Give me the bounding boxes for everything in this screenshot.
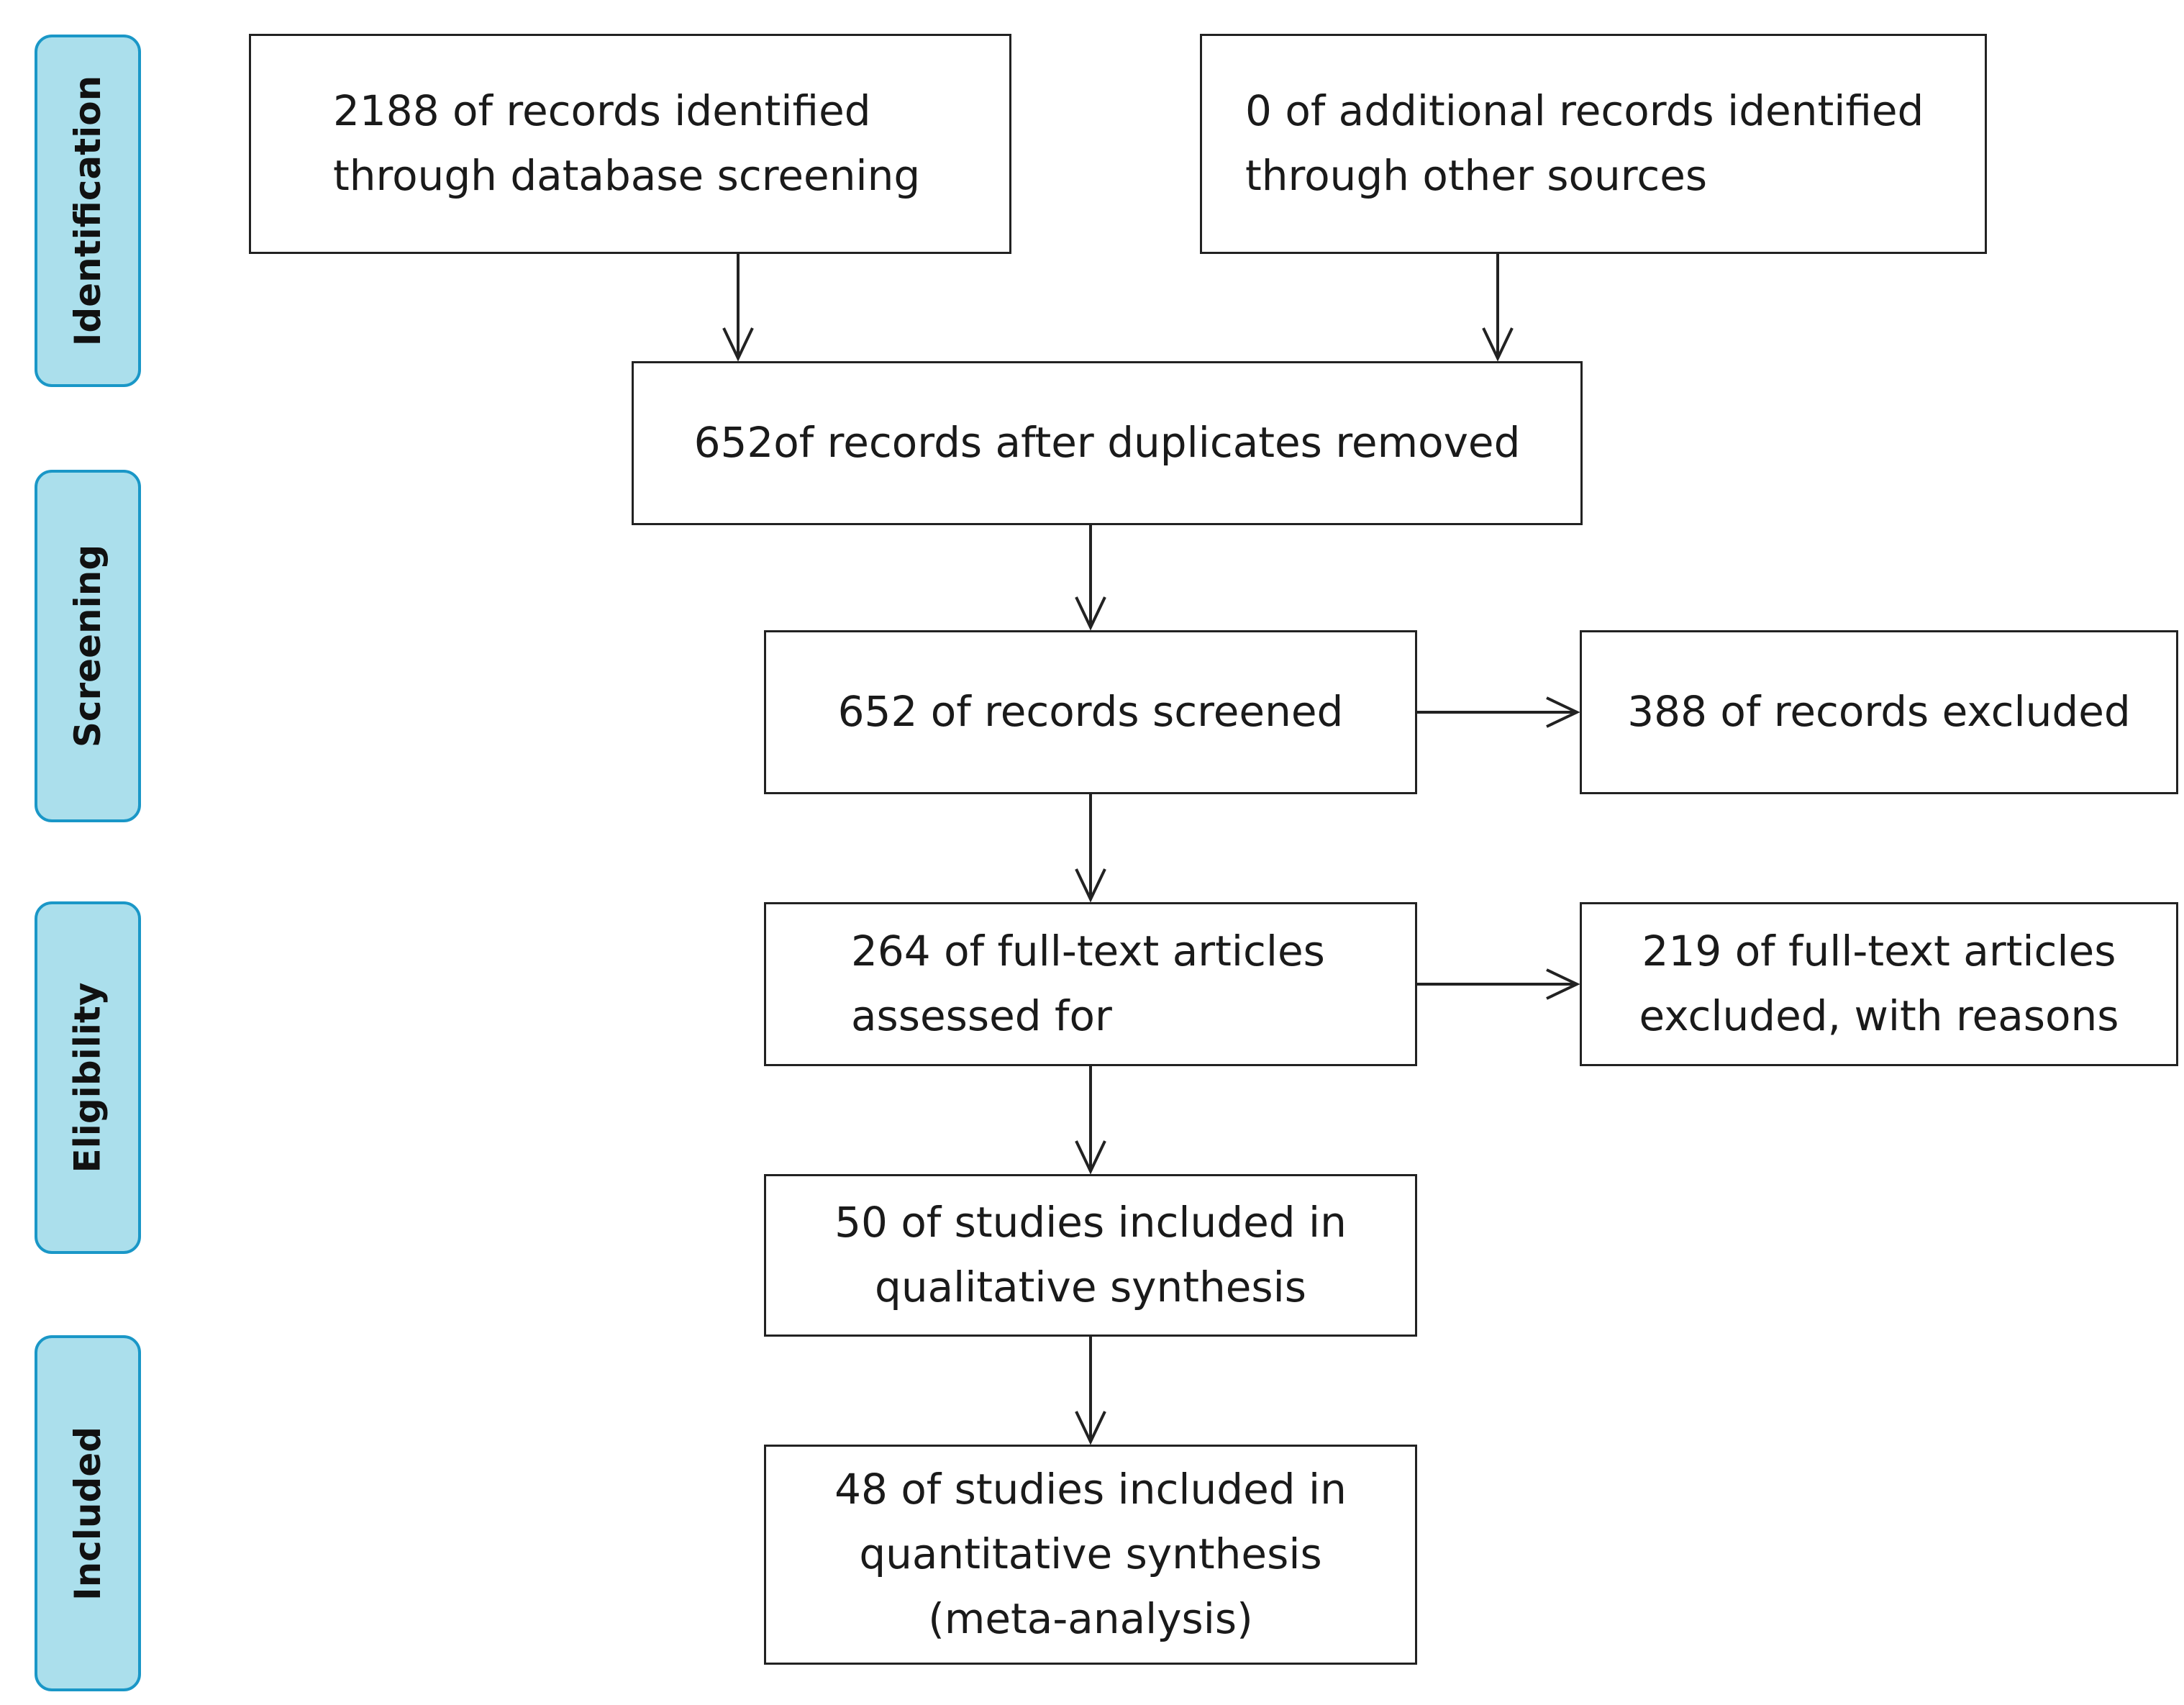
box-qualitative-synthesis: 50 of studies included in qualitative sy…: [764, 1174, 1417, 1337]
arrow-qualitative-to-quantitative: [1075, 1337, 1106, 1445]
box-database-records-text: 2188 of records identified through datab…: [333, 86, 921, 200]
box-records-screened: 652 of records screened: [764, 630, 1417, 794]
box-records-excluded: 388 of records excluded: [1580, 630, 2178, 794]
box-other-sources-text: 0 of additional records identified throu…: [1245, 86, 1924, 200]
box-other-sources: 0 of additional records identified throu…: [1200, 34, 1987, 254]
arrow-database-to-duplicates: [722, 254, 754, 362]
box-quantitative-synthesis: 48 of studies included in quantitative s…: [764, 1445, 1417, 1665]
box-fulltext-excluded: 219 of full-text articles excluded, with…: [1580, 902, 2178, 1066]
box-quantitative-synthesis-text: 48 of studies included in quantitative s…: [834, 1465, 1347, 1643]
arrow-fulltext-to-excluded: [1417, 968, 1580, 1000]
box-qualitative-synthesis-text: 50 of studies included in qualitative sy…: [834, 1198, 1347, 1311]
stage-screening: Screening: [35, 470, 141, 822]
arrow-screened-to-fulltext: [1075, 794, 1106, 903]
box-duplicates-removed-text: 652of records after duplicates removed: [693, 418, 1521, 468]
box-fulltext-assessed: 264 of full-text articles assessed for: [764, 902, 1417, 1066]
arrow-duplicates-to-screened: [1075, 525, 1106, 631]
stage-identification: Identification: [35, 35, 141, 387]
box-records-screened-text: 652 of records screened: [837, 687, 1344, 737]
box-records-excluded-text: 388 of records excluded: [1627, 687, 2131, 737]
arrow-fulltext-to-qualitative: [1075, 1066, 1106, 1175]
arrow-other-to-duplicates: [1482, 254, 1514, 362]
arrow-screened-to-excluded: [1417, 696, 1580, 728]
stage-included: Included: [35, 1335, 141, 1691]
stage-eligibility: Eligibility: [35, 901, 141, 1254]
box-fulltext-excluded-text: 219 of full-text articles excluded, with…: [1639, 927, 2119, 1040]
box-duplicates-removed: 652of records after duplicates removed: [632, 361, 1583, 525]
box-fulltext-assessed-text: 264 of full-text articles assessed for: [851, 927, 1325, 1040]
box-database-records: 2188 of records identified through datab…: [249, 34, 1011, 254]
